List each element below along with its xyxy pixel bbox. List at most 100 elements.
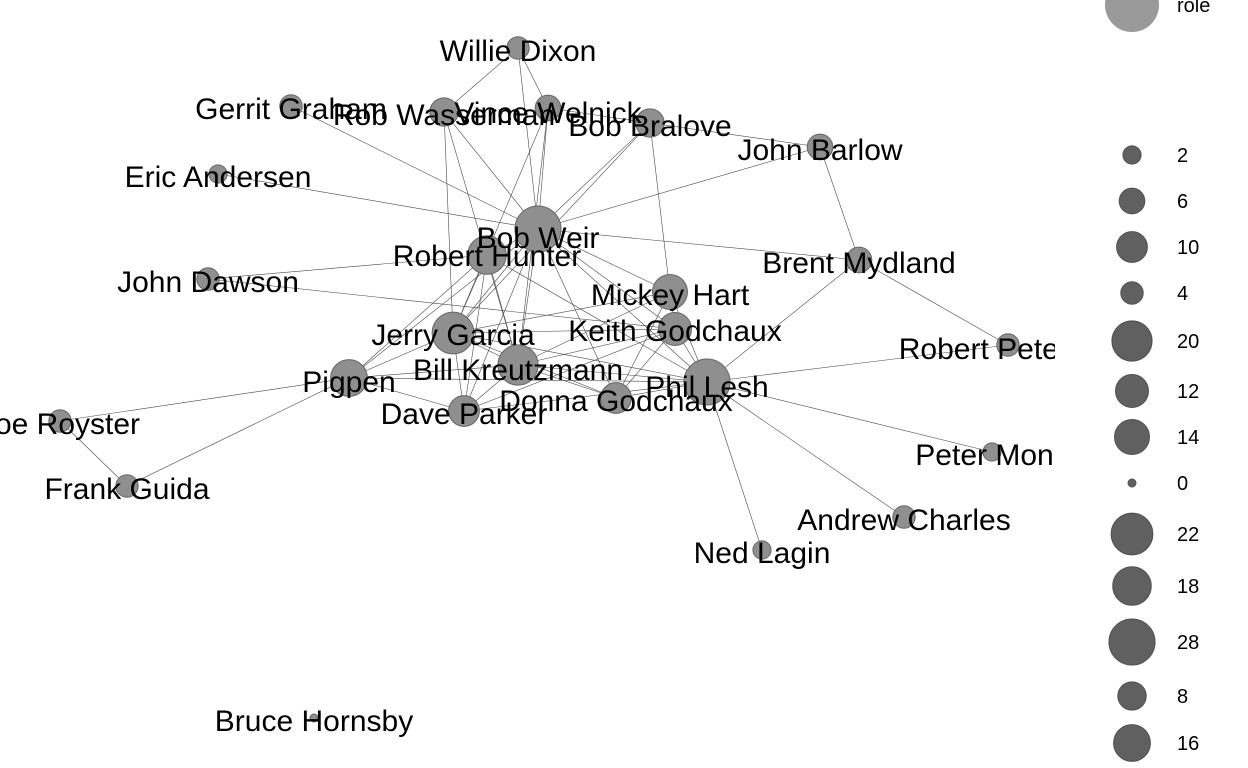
edge-robert_hunter-pigpen (348, 254, 488, 379)
legend-key-label-12: 12 (1177, 381, 1199, 403)
legend-key-circle-22 (1110, 512, 1154, 556)
legend-key-label-6: 6 (1177, 191, 1188, 213)
node-label-bruce-hornsby: Bruce Hornsby (215, 705, 413, 738)
node-label-vince-welnick: Vince Welnick (454, 97, 642, 130)
edge-phil_lesh-peter_monk (706, 381, 993, 453)
node-label-john-barlow: John Barlow (737, 134, 902, 167)
edge-robert_hunter-john_dawson (207, 254, 488, 280)
node-vince-welnick (534, 94, 562, 122)
edge-bob_bralove-john_barlow (649, 122, 821, 148)
node-label-andrew-charles: Andrew Charles (797, 504, 1010, 537)
node-joe-royster (48, 409, 72, 433)
node-label-mickey-hart: Mickey Hart (591, 279, 750, 312)
legend-key-circle-20 (1111, 320, 1153, 362)
node-label-bob-weir: Bob Weir (477, 222, 600, 255)
node-label-rob-wasserman: Rob Wasserman (333, 99, 555, 132)
legend-key-circle-6 (1118, 187, 1146, 215)
node-label-gerrit-graham: Gerrit Graham (195, 93, 387, 126)
node-bob-bralove (635, 108, 665, 138)
node-frank-guida (115, 474, 139, 498)
edge-brent_mydland-robert_petersen (858, 259, 1009, 346)
node-label-donna-godchaux: Donna Godchaux (499, 385, 733, 418)
legend-key-label-22: 22 (1177, 524, 1199, 546)
legend-key-label-8: 8 (1177, 686, 1188, 708)
node-mickey-hart (652, 274, 688, 310)
edge-joe_royster-frank_guida (59, 420, 128, 487)
node-robert-hunter (467, 235, 507, 275)
edge-jerry_garcia-mickey_hart (452, 291, 671, 334)
edge-vince_welnick-jerry_garcia (452, 107, 549, 334)
edge-bill_kreutzmann-phil_lesh (517, 364, 708, 383)
edge-mickey_hart-donna_godchaux (615, 291, 671, 399)
edge-bill_kreutzmann-mickey_hart (517, 291, 671, 366)
edge-keith_godchaux-dave_parker (463, 328, 676, 412)
node-label-pigpen: Pigpen (302, 366, 395, 399)
edge-bob_weir-brent_mydland (537, 228, 860, 261)
legend-key-circle-10 (1116, 231, 1148, 263)
legend-title: role (1177, 0, 1210, 17)
node-eric-andersen (208, 164, 228, 184)
edge-bob_weir-mickey_hart (537, 228, 671, 293)
node-label-frank-guida: Frank Guida (44, 473, 209, 506)
legend-key-label-18: 18 (1177, 576, 1199, 598)
edge-bob_weir-dave_parker (463, 228, 539, 412)
node-ned-lagin (752, 540, 772, 560)
edge-phil_lesh-dave_parker (463, 381, 708, 412)
edge-bob_weir-phil_lesh (537, 228, 708, 383)
legend-key-label-20: 20 (1177, 331, 1199, 353)
edge-bob_weir-rob_wasserman (443, 111, 539, 230)
node-label-robert-petersen: Robert Petersen (899, 333, 1055, 366)
node-label-joe-royster: Joe Royster (0, 408, 140, 441)
node-donna-godchaux (600, 382, 632, 414)
node-label-dave-parker: Dave Parker (381, 398, 548, 431)
edge-bob_weir-bob_bralove (537, 122, 651, 230)
node-label-ned-lagin: Ned Lagin (694, 537, 831, 570)
node-bill-kreutzmann (497, 344, 539, 386)
node-dave-parker (448, 395, 480, 427)
node-keith-godchaux (658, 312, 692, 346)
nodes-layer (48, 36, 1020, 723)
node-john-barlow (806, 133, 834, 161)
legend-key-circle-28 (1108, 618, 1156, 666)
node-label-jerry-garcia: Jerry Garcia (371, 319, 535, 352)
edge-bob_weir-donna_godchaux (537, 228, 617, 399)
edge-bill_kreutzmann-pigpen (348, 364, 519, 379)
node-brent-mydland (845, 246, 873, 274)
edge-jerry_garcia-keith_godchaux (452, 328, 676, 334)
node-peter-monk (982, 442, 1002, 462)
edge-phil_lesh-ned_lagin (706, 381, 763, 551)
edge-bill_kreutzmann-keith_godchaux (517, 328, 676, 366)
edge-john_barlow-brent_mydland (819, 146, 860, 261)
legend-key-circle-18 (1112, 566, 1152, 606)
node-label-peter-monk: Peter Monk (915, 439, 1055, 472)
node-label-willie-dixon: Willie Dixon (440, 35, 597, 68)
legend-key-circle-14 (1114, 419, 1150, 455)
node-bob-weir (514, 205, 562, 253)
node-pigpen (330, 359, 368, 397)
edge-phil_lesh-andrew_charles (706, 381, 905, 518)
edge-pigpen-frank_guida (126, 377, 350, 487)
edge-pigpen-joe_royster (59, 377, 350, 422)
node-willie-dixon (506, 36, 530, 60)
node-robert-petersen (996, 333, 1020, 357)
edge-bob_weir-john_barlow (537, 146, 821, 230)
edge-robert_hunter-dave_parker (463, 254, 488, 412)
node-label-brent-mydland: Brent Mydland (762, 247, 955, 280)
legend-key-circle-2 (1122, 145, 1142, 165)
legend-key-label-16: 16 (1177, 733, 1199, 755)
legend-key-label-10: 10 (1177, 237, 1199, 259)
legend-key-label-14: 14 (1177, 427, 1199, 449)
node-andrew-charles (892, 505, 916, 529)
node-rob-wasserman (429, 97, 459, 127)
legend-key-label-28: 28 (1177, 632, 1199, 654)
edge-bob_weir-keith_godchaux (537, 228, 676, 330)
node-label-robert-hunter: Robert Hunter (393, 240, 581, 273)
node-phil-lesh (683, 358, 731, 406)
legend-key-circle-16 (1113, 724, 1151, 762)
legend-key-circle-8 (1117, 681, 1147, 711)
